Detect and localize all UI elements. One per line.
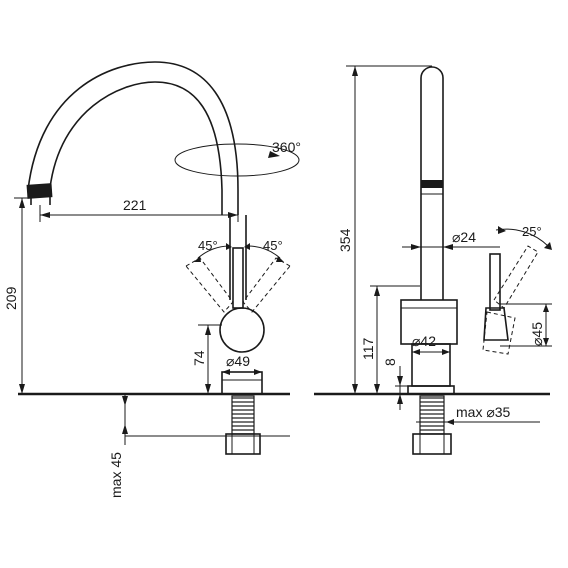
side-spout <box>420 66 444 300</box>
side-lever-tilted <box>493 245 539 309</box>
side-spout-band <box>421 180 443 188</box>
front-threaded-shank <box>231 395 255 435</box>
front-spout-height: 209 <box>3 286 19 310</box>
front-view: 45° 45° 360° 221 209 74 <box>3 61 301 498</box>
front-lever-right-position <box>242 257 291 313</box>
side-lever-angle: 25° <box>522 224 542 239</box>
front-spout-outlet <box>26 183 53 199</box>
front-body-height: 74 <box>191 350 207 366</box>
front-body <box>219 307 265 353</box>
side-lever-diameter: ⌀45 <box>529 322 545 346</box>
front-max-counter-thickness: max 45 <box>108 452 124 498</box>
front-lever-left-position <box>185 257 234 313</box>
front-mounting-nut <box>225 433 261 455</box>
side-max-hole-diameter: max ⌀35 <box>456 404 511 420</box>
side-body-height: 117 <box>360 337 376 360</box>
side-lever <box>489 253 501 311</box>
side-base-height: 8 <box>382 358 398 366</box>
front-lever-angle-right: 45° <box>263 238 283 253</box>
side-base-diameter: ⌀42 <box>412 333 436 349</box>
side-total-height: 354 <box>337 228 353 252</box>
front-rotation-label: 360° <box>272 139 301 155</box>
front-spout-reach: 221 <box>123 197 147 213</box>
side-view: 25° ⌀24 354 117 8 ⌀42 ⌀45 <box>314 65 552 455</box>
front-lever <box>232 247 244 309</box>
front-base-ring <box>221 371 263 395</box>
side-mounting-nut <box>412 433 452 455</box>
front-spout-inner <box>49 81 223 215</box>
front-rotation-indicator <box>174 143 300 177</box>
front-spout-outer <box>27 61 239 215</box>
side-threaded-shank <box>419 395 445 435</box>
front-body-diameter: ⌀49 <box>226 353 250 369</box>
side-spout-diameter: ⌀24 <box>452 229 476 245</box>
front-lever-angle-left: 45° <box>198 238 218 253</box>
